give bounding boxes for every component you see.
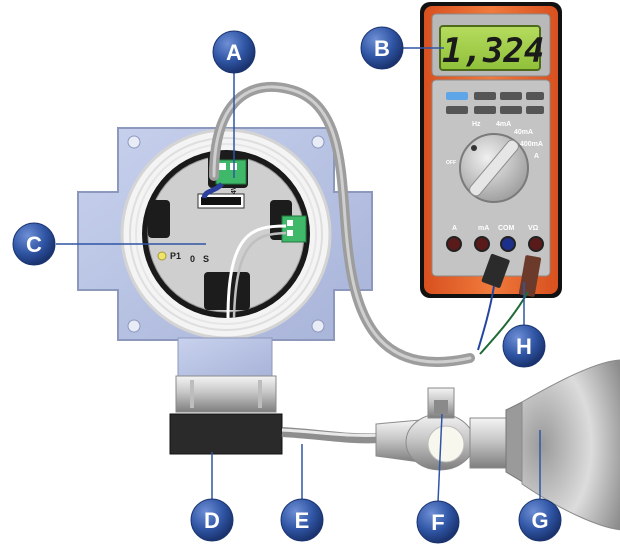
board-label-zero: 0 [190,254,195,264]
probe-lead-blue [477,285,495,351]
meter-button[interactable] [526,106,544,114]
dial-pointer [471,145,477,151]
ribbon-wire [201,182,224,199]
dial-label-40ma: 40mA [514,129,533,136]
jack-ma[interactable] [474,236,490,252]
board-cutout [148,200,170,238]
jack-label-com: COM [498,225,515,232]
sample-tube [281,427,381,444]
sample-tube-highlight [281,428,381,437]
lcd-value: 1,324 [442,31,544,71]
sensor-wire [232,231,287,319]
callout-label: E [295,508,310,533]
calibration-hood [505,359,620,531]
meter-button[interactable] [500,92,522,100]
mounting-hole [311,135,325,149]
sensor-wire [226,224,287,319]
jack-label-ma: mA [478,225,489,232]
callout-label: D [204,508,220,533]
leader-lines [56,47,541,503]
transmitter-housing: 24V P1 0 S [77,127,373,341]
dial-label-off: OFF [446,160,456,166]
callout-e: E [280,498,324,542]
terminal-screw [287,220,293,226]
dial-label-4ma: 4mA [496,121,511,128]
multimeter: 1,324 Hz 4mA 40mA 400mA A OFF A mA COM V… [420,2,562,355]
callout-label: F [431,510,444,535]
callout-d: D [190,498,234,542]
connector-pins [201,197,241,205]
meter-button[interactable] [526,92,544,100]
meter-button[interactable] [446,106,468,114]
jack-volt-ohm[interactable] [528,236,544,252]
probe-plug-com [481,253,510,288]
terminal-screw [287,230,293,236]
dial-label-hz: Hz [472,121,481,128]
board-label-p1: P1 [170,251,181,261]
terminal-block-sensor [281,215,307,243]
terminal-screw [219,163,226,170]
meter-button[interactable] [474,92,496,100]
housing-ring-thread [135,143,317,325]
mounting-hole [127,135,141,149]
jack-com[interactable] [500,236,516,252]
callout-label: H [516,334,532,359]
callout-label: A [226,40,242,65]
transmitter-cable-highlight [212,85,472,364]
sensor-module [169,413,283,455]
jack-amp[interactable] [446,236,462,252]
callout-a: A [212,30,256,74]
flow-adapter [375,387,507,471]
jack-label-amp: A [452,225,457,232]
meter-button[interactable] [446,92,468,100]
callout-label: B [374,36,390,61]
dial-label-amp: A [534,153,539,160]
transmitter-neck [175,337,277,413]
housing-ring-thread [129,137,323,331]
leader-line-f [437,413,443,503]
jack-label-volt: VΩ [528,225,539,232]
callout-b: B [360,26,404,70]
mounting-hole [311,319,325,333]
meter-button[interactable] [474,106,496,114]
mounting-hole [127,319,141,333]
meter-button[interactable] [500,106,522,114]
callout-c: C [12,222,56,266]
callout-h: H [502,324,546,368]
p1-led [157,251,167,261]
callout-f: F [416,500,460,544]
board-cutout [204,272,250,310]
terminal-label: 24V [231,185,238,198]
dial-label-400ma: 400mA [520,141,543,148]
callout-label: G [531,508,548,533]
dial-knob[interactable] [468,138,521,198]
board-label-span: S [203,254,209,264]
callout-g: G [518,498,562,542]
callout-label: C [26,232,42,257]
